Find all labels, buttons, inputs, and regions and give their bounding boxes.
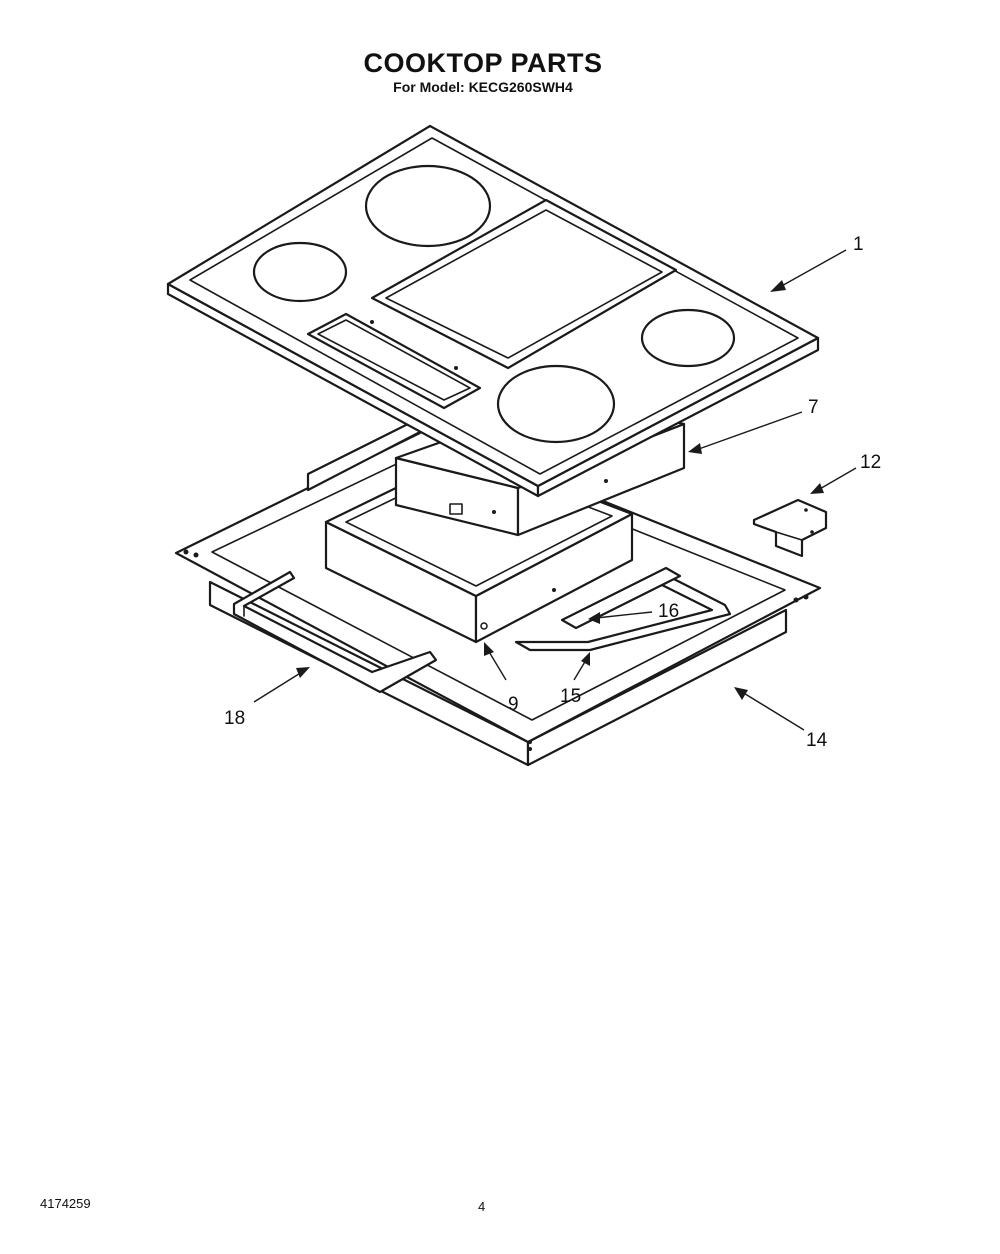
callout-9: 9 [508,694,519,715]
page-title: COOKTOP PARTS [363,48,603,78]
cooktop-part [166,124,820,498]
callout-1: 1 [853,234,864,255]
front-rail-part [232,570,438,694]
strip-16-part [560,566,682,630]
callout-15: 15 [560,686,581,707]
document-number: 4174259 [40,1196,91,1211]
callout-16: 16 [658,601,679,622]
callout-14: 14 [806,730,828,751]
page-number: 4 [478,1199,486,1214]
callout-12: 12 [860,452,881,473]
model-subtitle: For Model: KECG260SWH4 [393,79,573,95]
leader-lines [253,249,857,731]
callout-18: 18 [224,708,245,729]
bracket-12-part [752,498,828,558]
callout-7: 7 [808,397,819,418]
